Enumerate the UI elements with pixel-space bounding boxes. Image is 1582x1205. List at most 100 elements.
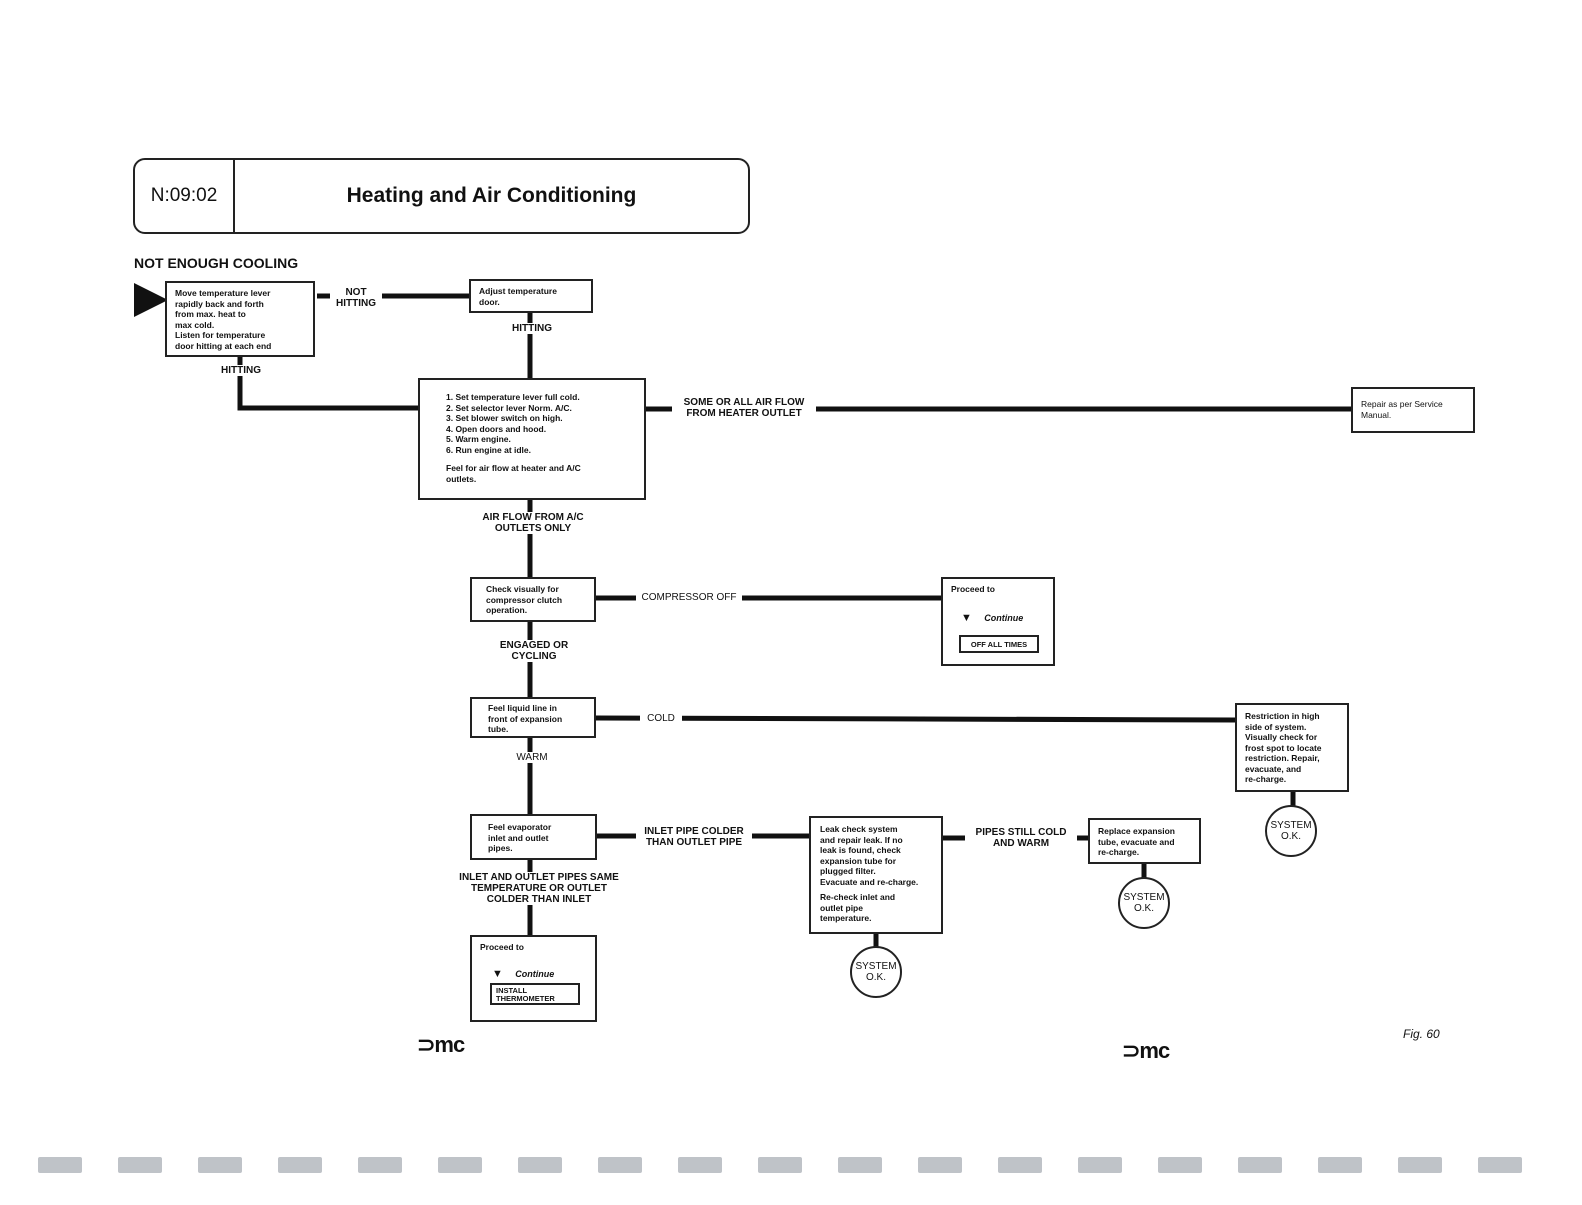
box-line: 6. Run engine at idle.: [446, 444, 532, 455]
label-warm: WARM: [508, 752, 556, 763]
box-line: pipes.: [488, 843, 513, 853]
box-line: Replace expansion: [1098, 826, 1176, 836]
continue-label: Continue: [984, 612, 1024, 623]
box-line: Adjust temperature: [479, 286, 557, 296]
section-code: N:09:02: [135, 160, 235, 232]
box-line: Manual.: [1361, 409, 1392, 420]
box-line: Feel for air flow at heater and A/C: [446, 463, 581, 473]
box-line: outlet pipe: [820, 902, 863, 913]
page-tab: [918, 1157, 962, 1173]
box-check-clutch: Check visually for compressor clutch ope…: [470, 577, 596, 622]
box-line: [446, 455, 618, 463]
box-line: 5. Warm engine.: [446, 434, 511, 444]
box-line: from max. heat to: [175, 309, 246, 319]
box-feel-evaporator: Feel evaporator inlet and outlet pipes.: [470, 814, 597, 860]
page-tab: [358, 1157, 402, 1173]
box-line: Restriction in high: [1245, 711, 1320, 721]
box-line: Leak check system: [820, 824, 898, 834]
box-line: 3. Set blower switch on high.: [446, 413, 563, 423]
box-line: 2. Set selector lever Norm. A/C.: [446, 402, 572, 413]
page-tab: [1078, 1157, 1122, 1173]
box-line: compressor clutch: [486, 594, 563, 605]
box-leak-check: Leak check system and repair leak. If no…: [809, 816, 943, 934]
label-pipes-still: PIPES STILL COLD AND WARM: [965, 827, 1077, 849]
page-tab: [118, 1157, 162, 1173]
page-tab: [438, 1157, 482, 1173]
box-line: expansion tube for: [820, 855, 897, 866]
label-compressor-off: COMPRESSOR OFF: [636, 592, 742, 603]
box-line: 1. Set temperature lever full cold.: [446, 392, 580, 402]
box-line: outlets.: [446, 473, 477, 484]
box-line: max cold.: [175, 319, 215, 330]
box-line: tube.: [488, 724, 509, 734]
box-line: operation.: [486, 605, 528, 615]
box-line: 4. Open doors and hood.: [446, 423, 547, 434]
box-line: Re-check inlet and: [820, 892, 896, 902]
continue-target-thermometer[interactable]: INSTALL THERMOMETER: [490, 983, 580, 1005]
box-move-lever: Move temperature lever rapidly back and …: [165, 281, 315, 357]
box-line: front of expansion: [488, 713, 563, 724]
page-tab: [1478, 1157, 1522, 1173]
page-tab: [838, 1157, 882, 1173]
label-hitting-door: HITTING: [505, 323, 559, 334]
dmc-logo: ⊃mc: [1122, 1038, 1170, 1063]
box-adjust-door: Adjust temperature door.: [469, 279, 593, 313]
page-tab: [1238, 1157, 1282, 1173]
box-proceed-thermo: Proceed to ▼ Continue INSTALL THERMOMETE…: [470, 935, 597, 1022]
box-line: re-charge.: [1098, 847, 1140, 857]
page-tab: [518, 1157, 562, 1173]
box-line: Move temperature lever: [175, 288, 271, 298]
figure-number: Fig. 60: [1403, 1027, 1440, 1041]
box-line: Check visually for: [486, 584, 559, 594]
continue-row: ▼ Continue: [951, 612, 1045, 623]
page-tab: [1398, 1157, 1442, 1173]
box-line: Evacuate and re-charge.: [820, 876, 919, 887]
page-tab: [678, 1157, 722, 1173]
continue-target-off[interactable]: OFF ALL TIMES: [959, 635, 1039, 653]
label-air-ac-only: AIR FLOW FROM A/C OUTLETS ONLY: [470, 512, 596, 534]
label-engaged-cycling: ENGAGED OR CYCLING: [494, 640, 574, 662]
box-line: temperature.: [820, 913, 872, 923]
dmc-logo: ⊃mc: [417, 1032, 465, 1057]
box-line: leak is found, check: [820, 845, 901, 855]
box-repair-manual: Repair as per Service Manual.: [1351, 387, 1475, 433]
box-line: Listen for temperature: [175, 330, 266, 340]
page-tab: [1318, 1157, 1362, 1173]
box-line: re-charge.: [1245, 774, 1287, 784]
box-line: Visually check for: [1245, 732, 1318, 742]
box-setup-steps: 1. Set temperature lever full cold. 2. S…: [418, 378, 646, 500]
page-tab: [278, 1157, 322, 1173]
box-line: tube, evacuate and: [1098, 836, 1175, 847]
box-replace-tube: Replace expansion tube, evacuate and re-…: [1088, 818, 1201, 864]
box-line: inlet and outlet: [488, 832, 549, 843]
page-tab: [758, 1157, 802, 1173]
box-proceed-off: Proceed to ▼ Continue OFF ALL TIMES: [941, 577, 1055, 666]
continue-label: Continue: [515, 968, 555, 979]
box-line: plugged filter.: [820, 866, 876, 876]
page-tab: [998, 1157, 1042, 1173]
box-line: door hitting at each end: [175, 340, 272, 351]
box-line: Proceed to: [480, 942, 524, 952]
box-line: Repair as per Service: [1361, 399, 1443, 409]
box-line: side of system.: [1245, 721, 1307, 732]
box-line: frost spot to locate: [1245, 742, 1322, 753]
box-line: rapidly back and forth: [175, 298, 264, 309]
continue-row: ▼ Continue: [480, 967, 587, 980]
label-not-hitting: NOT HITTING: [330, 287, 382, 309]
box-restriction: Restriction in high side of system. Visu…: [1235, 703, 1349, 792]
label-some-air-flow: SOME OR ALL AIR FLOW FROM HEATER OUTLET: [672, 397, 816, 419]
box-line: and repair leak. If no: [820, 834, 903, 845]
diagram-subtitle: NOT ENOUGH COOLING: [134, 255, 299, 271]
page-tab: [598, 1157, 642, 1173]
start-arrow-icon: [134, 283, 168, 317]
label-same-temperature: INLET AND OUTLET PIPES SAME TEMPERATURE …: [455, 872, 623, 905]
box-line: door.: [479, 296, 500, 307]
box-line: Proceed to: [951, 584, 995, 594]
page-title: Heating and Air Conditioning: [346, 184, 637, 207]
continue-arrow-icon: ▼: [492, 967, 503, 980]
box-line: Feel liquid line in: [488, 703, 557, 713]
label-cold: COLD: [640, 713, 682, 724]
box-line: restriction. Repair,: [1245, 753, 1320, 763]
